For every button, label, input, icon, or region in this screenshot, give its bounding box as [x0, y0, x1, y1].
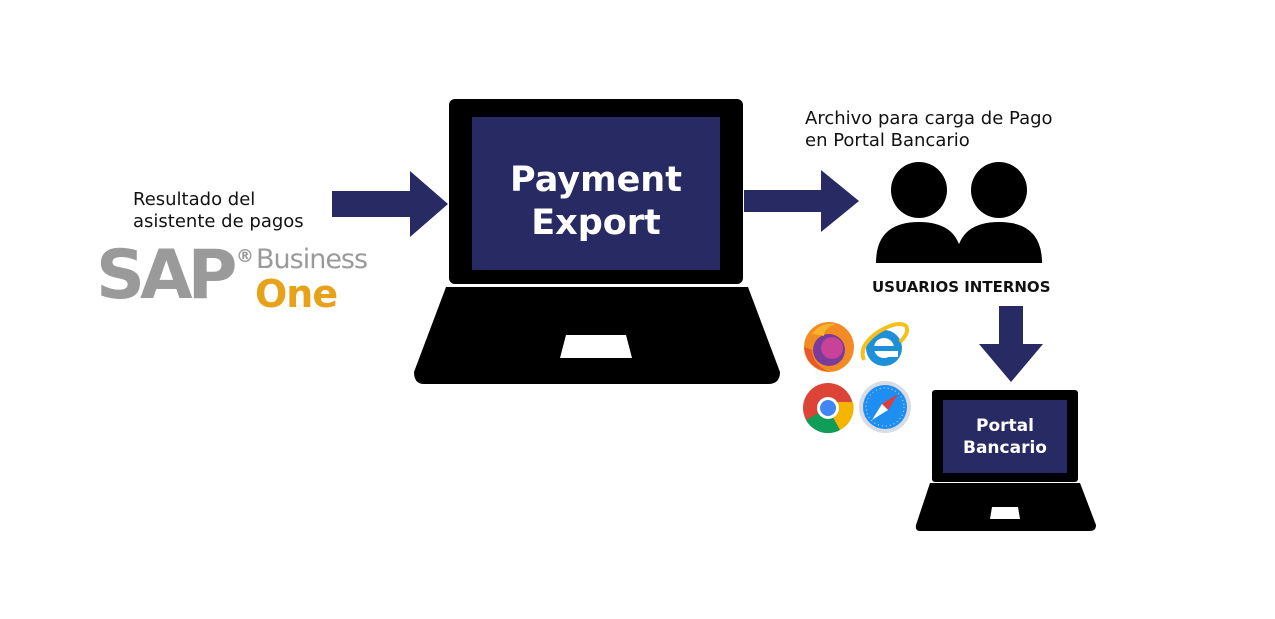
input-label-line1: Resultado del: [133, 189, 256, 210]
sap-logo-text: SAP: [96, 236, 237, 315]
users-icon: [876, 162, 1042, 263]
main-laptop-line2: Export: [531, 203, 661, 243]
registered-mark: ®: [236, 246, 254, 267]
input-label-line2: asistente de pagos: [133, 211, 304, 232]
business-text: Business: [256, 244, 368, 275]
arrow-down: [979, 306, 1043, 382]
firefox-icon: [804, 322, 854, 372]
main-laptop-screen-text: Payment Export: [472, 137, 720, 267]
internet-explorer-icon: [860, 322, 910, 366]
output-label: Archivo para carga de Pago en Portal Ban…: [805, 108, 1053, 152]
portal-laptop-line1: Portal: [976, 415, 1034, 436]
users-label: USUARIOS INTERNOS: [872, 278, 1051, 296]
chrome-icon: [803, 383, 854, 434]
safari-icon: [859, 381, 911, 433]
one-text: One: [255, 272, 338, 316]
arrow-right-input: [332, 171, 448, 237]
portal-laptop-icon: [915, 390, 1096, 531]
portal-laptop-screen-text: Portal Bancario: [943, 400, 1067, 473]
sap-business-one-logo: SAP ® Business One: [96, 242, 381, 316]
main-laptop-icon: [414, 99, 780, 384]
output-label-line1: Archivo para carga de Pago: [805, 108, 1053, 129]
arrow-right-output: [744, 170, 859, 232]
portal-laptop-line2: Bancario: [963, 437, 1047, 458]
main-laptop-line1: Payment: [510, 160, 682, 200]
output-label-line2: en Portal Bancario: [805, 130, 970, 151]
input-label: Resultado del asistente de pagos: [133, 189, 304, 233]
